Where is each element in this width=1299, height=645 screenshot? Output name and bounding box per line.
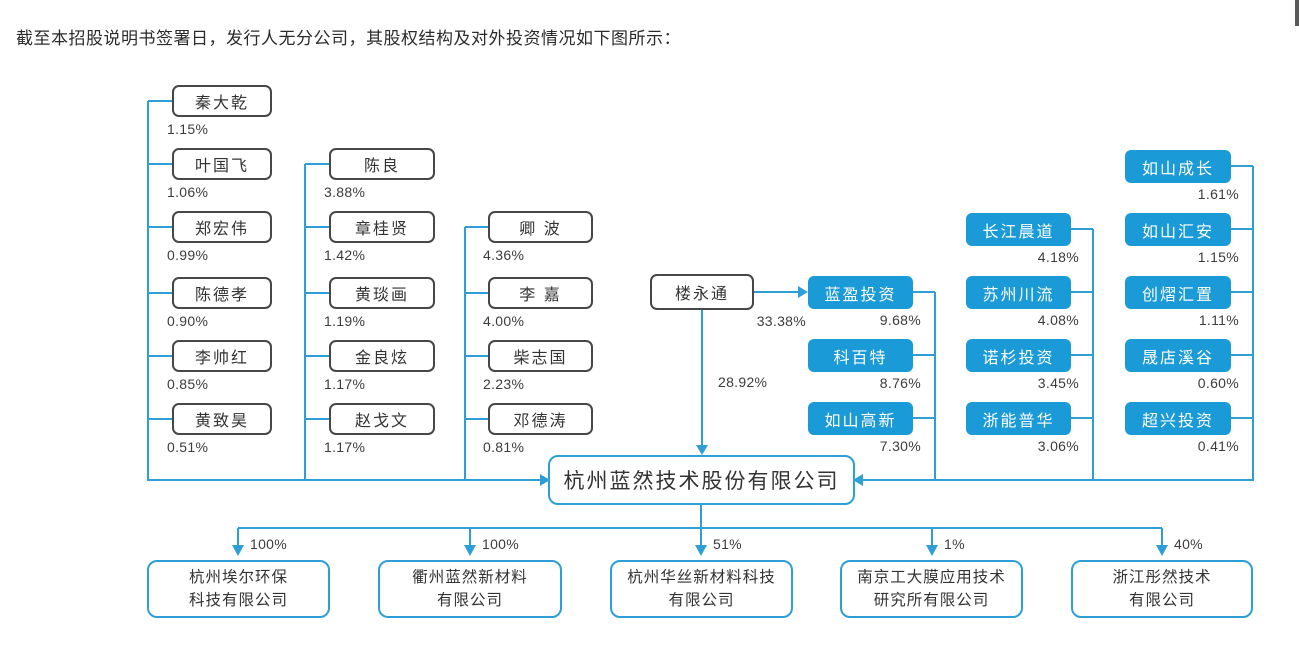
shareholder-box-li-shuaihong: 李帅红 bbox=[172, 340, 272, 372]
shareholder-box-li-jia: 李 嘉 bbox=[488, 277, 593, 309]
pct-label-subsidiary-3: 51% bbox=[713, 536, 742, 552]
shareholder-box-chai-zhiguo: 柴志国 bbox=[488, 340, 593, 372]
pct-label: 3.45% bbox=[1037, 375, 1079, 391]
subsidiary-name-line1: 杭州华丝新材料科技 bbox=[627, 568, 776, 586]
arrowhead-subsidiary-1 bbox=[232, 545, 244, 556]
institution-box-lanying-investment: 蓝盈投资 bbox=[808, 276, 913, 309]
pct-label: 1.15% bbox=[167, 121, 209, 137]
pct-label: 7.30% bbox=[879, 438, 921, 454]
arrowhead-into-company-right bbox=[853, 474, 863, 486]
pct-label: 1.19% bbox=[324, 313, 366, 329]
pct-label-subsidiary-2: 100% bbox=[482, 536, 520, 552]
pct-label-stake-in-lanying: 33.38% bbox=[756, 313, 806, 329]
pct-label: 4.36% bbox=[483, 247, 525, 263]
pct-label: 1.11% bbox=[1198, 312, 1239, 328]
subsidiary-box-quzhou-lanran: 衢州蓝然新材料 有限公司 bbox=[378, 560, 562, 618]
arrowhead-into-lanying bbox=[798, 286, 808, 298]
pct-label: 8.76% bbox=[879, 375, 921, 391]
institution-box-changjiang-chendao: 长江晨道 bbox=[966, 213, 1071, 246]
subsidiary-box-nanjing-gongda: 南京工大膜应用技术 研究所有限公司 bbox=[840, 560, 1023, 618]
pct-label: 1.42% bbox=[324, 247, 366, 263]
pct-label: 0.60% bbox=[1197, 375, 1239, 391]
pct-label: 0.90% bbox=[167, 313, 209, 329]
pct-label: 0.99% bbox=[167, 247, 209, 263]
subsidiary-box-zhejiang-tongran: 浙江彤然技术 有限公司 bbox=[1071, 560, 1253, 618]
arrowhead-subsidiary-5 bbox=[1156, 545, 1168, 556]
subsidiary-name-line2: 研究所有限公司 bbox=[873, 592, 990, 609]
shareholder-box-ye-guofei: 叶国飞 bbox=[172, 148, 272, 180]
shareholder-box-huang-yanhua: 黄琰画 bbox=[329, 277, 435, 309]
subsidiary-name-line2: 科技有限公司 bbox=[188, 592, 288, 609]
pct-label: 4.08% bbox=[1037, 312, 1079, 328]
shareholder-box-zhang-guixian: 章桂贤 bbox=[329, 211, 435, 243]
pct-label: 1.17% bbox=[324, 439, 366, 455]
pct-label: 3.06% bbox=[1037, 438, 1079, 454]
pct-label: 0.41% bbox=[1197, 438, 1239, 454]
institution-box-rushan-gaoxin: 如山高新 bbox=[808, 402, 913, 435]
institution-box-chuangyi-huizhi: 创熠汇置 bbox=[1125, 276, 1231, 309]
institution-box-nuoshan-investment: 诺杉投资 bbox=[966, 339, 1071, 372]
pct-label: 3.88% bbox=[324, 184, 366, 200]
institution-box-shengdian-xigu: 晟店溪谷 bbox=[1125, 339, 1231, 372]
shareholder-box-qing-bo: 卿 波 bbox=[488, 211, 593, 243]
pct-label-subsidiary-4: 1% bbox=[944, 536, 965, 552]
pct-label: 1.15% bbox=[1197, 249, 1239, 265]
pct-label: 0.51% bbox=[167, 439, 209, 455]
institution-box-kebaite: 科百特 bbox=[808, 339, 913, 372]
pct-label: 4.00% bbox=[483, 313, 525, 329]
issuer-box: 杭州蓝然技术股份有限公司 bbox=[548, 455, 855, 505]
pct-label: 4.18% bbox=[1037, 249, 1079, 265]
shareholder-box-huang-zhihao: 黄致昊 bbox=[172, 403, 272, 435]
arrowhead-subsidiary-4 bbox=[926, 545, 938, 556]
subsidiary-name-line1: 杭州埃尔环保 bbox=[188, 568, 288, 586]
scrollbar-fragment bbox=[1295, 0, 1299, 26]
pct-label: 1.06% bbox=[167, 184, 209, 200]
subsidiary-name-line2: 有限公司 bbox=[1128, 592, 1195, 609]
institution-box-chaoxing-investment: 超兴投资 bbox=[1125, 402, 1231, 435]
institution-box-rushan-chengzhang: 如山成长 bbox=[1125, 150, 1231, 183]
pct-label: 1.61% bbox=[1197, 186, 1239, 202]
pct-label: 2.23% bbox=[483, 376, 525, 392]
subsidiary-name-line2: 有限公司 bbox=[668, 592, 735, 609]
arrowhead-subsidiary-2 bbox=[464, 545, 476, 556]
subsidiary-box-hangzhou-huasi: 杭州华丝新材料科技 有限公司 bbox=[610, 560, 793, 618]
subsidiary-box-hangzhou-aier: 杭州埃尔环保 科技有限公司 bbox=[147, 560, 330, 618]
subsidiary-name-line1: 浙江彤然技术 bbox=[1112, 568, 1212, 586]
caption-text: 截至本招股说明书签署日，发行人无分公司，其股权结构及对外投资情况如下图所示： bbox=[16, 29, 681, 48]
shareholder-box-zheng-hongwei: 郑宏伟 bbox=[172, 211, 272, 243]
pct-label-subsidiary-1: 100% bbox=[250, 536, 288, 552]
arrowhead-subsidiary-3 bbox=[695, 545, 707, 556]
institution-box-zheneng-puhua: 浙能普华 bbox=[966, 402, 1071, 435]
institution-box-suzhou-chuanliu: 苏州川流 bbox=[966, 276, 1071, 309]
shareholder-box-qin-daqian: 秦大乾 bbox=[172, 85, 272, 117]
arrowhead-into-company-top bbox=[696, 445, 708, 455]
shareholder-box-jin-liangxuan: 金良炫 bbox=[329, 340, 435, 372]
pct-label: 0.81% bbox=[483, 439, 525, 455]
subsidiary-name-line1: 南京工大膜应用技术 bbox=[857, 568, 1006, 586]
pct-label: 0.85% bbox=[167, 376, 209, 392]
shareholder-box-deng-detao: 邓德涛 bbox=[488, 403, 593, 435]
controller-box-lou-yongtong: 楼永通 bbox=[650, 274, 754, 310]
shareholder-box-chen-dexiao: 陈德孝 bbox=[172, 277, 272, 309]
subsidiary-name-line2: 有限公司 bbox=[436, 592, 503, 609]
pct-label: 9.68% bbox=[879, 312, 921, 328]
shareholder-box-zhao-gewen: 赵戈文 bbox=[329, 403, 435, 435]
subsidiary-name-line1: 衢州蓝然新材料 bbox=[412, 568, 528, 586]
pct-label-direct-stake: 28.92% bbox=[718, 374, 768, 390]
arrowhead-into-company-left bbox=[540, 474, 550, 486]
pct-label: 1.17% bbox=[324, 376, 366, 392]
pct-label-subsidiary-5: 40% bbox=[1174, 536, 1203, 552]
shareholder-box-chen-liang: 陈良 bbox=[329, 148, 435, 180]
institution-box-rushan-huian: 如山汇安 bbox=[1125, 213, 1231, 246]
